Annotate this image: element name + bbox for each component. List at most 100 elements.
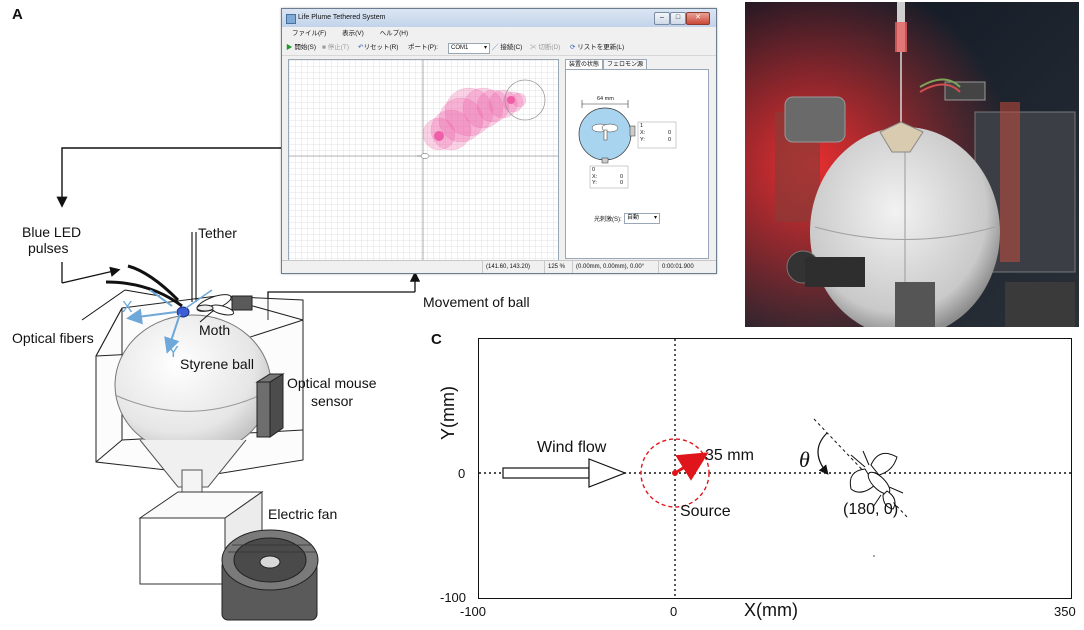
play-icon: ▶ xyxy=(286,44,293,51)
readout1-y-value: 0 xyxy=(668,137,672,143)
stop-icon: ■ xyxy=(322,44,326,51)
moth-position-label: (180, 0) xyxy=(843,501,899,518)
status-position: (141.60, 143.20) xyxy=(482,261,530,273)
wind-flow-arrow xyxy=(502,458,627,488)
menu-help[interactable]: ヘルプ(H) xyxy=(379,30,409,37)
readout0-y-label: Y: xyxy=(592,180,597,186)
apparatus-drawing xyxy=(56,147,421,621)
status-time: 0:00:01.900 xyxy=(658,261,694,273)
readout0-x-label: X: xyxy=(592,174,598,180)
readout0-index: 0 xyxy=(592,167,596,173)
readout1-x-label: X: xyxy=(640,130,646,136)
plume-point xyxy=(434,131,444,141)
axis-origin-line xyxy=(149,289,173,307)
reset-button[interactable]: ↶リセット(R) xyxy=(358,41,398,55)
menu-file[interactable]: ファイル(F) xyxy=(292,30,327,37)
trajectory-canvas xyxy=(289,60,558,260)
styrene-ball xyxy=(114,314,272,456)
chevron-down-icon: ▾ xyxy=(483,45,487,51)
status-bar: (141.60, 143.20) 125 % (0.00mm, 0.00mm),… xyxy=(282,260,716,273)
styrene-ball-label: Styrene ball xyxy=(180,356,254,372)
led-arrow xyxy=(61,266,121,284)
mouse-sensor-label-1: Optical mouse xyxy=(287,375,377,391)
readout-box-1 xyxy=(637,121,677,149)
source-radius-circle xyxy=(640,438,710,508)
coordinate-plot: Wind flow 35 mm Source θ (180, 0) xyxy=(478,338,1072,599)
readout0-y-value: 0 xyxy=(620,180,624,186)
x-axis-arrow xyxy=(126,308,177,325)
light-stimulus-select[interactable]: 自動▾ xyxy=(624,213,660,224)
start-label: 開始(S) xyxy=(294,44,316,51)
odor-plume-circles xyxy=(422,87,527,151)
port-value: COM1 xyxy=(451,45,469,51)
readout1-index: 1 xyxy=(640,123,644,129)
menu-view[interactable]: 表示(V) xyxy=(342,30,364,37)
status-offset: (0.00mm, 0.00mm), 0.00° xyxy=(572,261,644,273)
disconnect-button[interactable]: ✂ 切断(D) xyxy=(530,41,560,55)
y-tick-0: 0 xyxy=(458,466,466,481)
refresh-list-button[interactable]: ⟳ リストを更新(L) xyxy=(570,41,624,55)
ball-width-label: 64 mm xyxy=(597,96,614,102)
menu-bar: ファイル(F) 表示(V) ヘルプ(H) xyxy=(282,28,716,40)
reset-label: リセット(R) xyxy=(363,44,399,51)
trajectory-view[interactable] xyxy=(288,59,559,261)
moth-icon xyxy=(849,450,904,510)
photo-rendering xyxy=(745,2,1079,327)
y-tick-minus-100: -100 xyxy=(440,590,467,605)
panel-label-c: C xyxy=(431,331,442,348)
status-side-panel: 装置の状態 フェロモン源 64 mm 1 X: 0 Y: 0 0 xyxy=(565,59,709,259)
moth-label: Moth xyxy=(199,322,231,338)
y-axis-label: Y(mm) xyxy=(438,386,458,440)
connect-button[interactable]: ╱ 接続(C) xyxy=(492,41,522,55)
tether-label: Tether xyxy=(198,225,237,241)
source-circle xyxy=(504,79,546,121)
app-icon xyxy=(286,14,296,24)
maximize-button[interactable]: □ xyxy=(670,12,686,25)
electric-fan xyxy=(221,529,319,621)
window-titlebar: Life Plume Tethered System – □ ✕ xyxy=(282,9,716,27)
axis-y-label: Y xyxy=(168,344,179,361)
x-tick-minus-100: -100 xyxy=(460,604,487,619)
radius-arrow xyxy=(674,452,709,481)
blue-led-label: Blue LED xyxy=(22,224,82,240)
port-select[interactable]: COM1 ▾ xyxy=(448,43,490,54)
fan-box xyxy=(139,517,226,585)
optical-fibers-label: Optical fibers xyxy=(12,330,94,346)
device-status-panel: 64 mm 1 X: 0 Y: 0 0 X: 0 Y: 0 光刺激(S): 自動… xyxy=(565,69,709,259)
x-tick-0: 0 xyxy=(670,604,678,619)
connector-led xyxy=(56,147,281,208)
source-label: Source xyxy=(680,503,731,520)
status-zoom: 125 % xyxy=(544,261,565,273)
wind-flow-label: Wind flow xyxy=(537,439,607,456)
close-button[interactable]: ✕ xyxy=(686,12,710,25)
stop-button[interactable]: ■ 停止(T) xyxy=(322,41,349,55)
pulses-label: pulses xyxy=(28,240,69,256)
optical-mouse-sensor xyxy=(255,373,285,438)
toolbar: ▶ 開始(S) ■ 停止(T) ↶リセット(R) ポート(P): COM1▾ ╱… xyxy=(282,41,716,56)
electric-fan-label: Electric fan xyxy=(268,506,338,522)
radius-label: 35 mm xyxy=(705,447,754,464)
light-stimulus-value: 自動 xyxy=(627,215,640,221)
readout-box-0 xyxy=(589,165,629,189)
start-button[interactable]: ▶ 開始(S) xyxy=(286,41,316,55)
mouse-sensor-label-2: sensor xyxy=(311,393,354,409)
top-sensor xyxy=(231,295,253,311)
plot-canvas xyxy=(479,339,1071,598)
disconnect-icon: ✂ xyxy=(530,44,537,51)
minimize-button[interactable]: – xyxy=(654,12,670,25)
refresh-label: リストを更新(L) xyxy=(577,44,625,51)
theta-label: θ xyxy=(799,447,810,472)
software-window: Life Plume Tethered System – □ ✕ ファイル(F)… xyxy=(281,8,717,274)
axis-x-label: X xyxy=(122,299,133,316)
refresh-icon: ⟳ xyxy=(570,44,576,51)
disconnect-label: 切断(D) xyxy=(538,44,561,51)
theta-arc xyxy=(817,432,829,475)
readout1-x-value: 0 xyxy=(668,130,672,136)
y-axis-arrow xyxy=(164,313,181,354)
optical-fiber-lower xyxy=(105,280,183,308)
apparatus-photo xyxy=(745,2,1079,327)
moth-marker-icon xyxy=(417,153,430,159)
stop-label: 停止(T) xyxy=(327,44,350,51)
ball-diagram xyxy=(578,100,677,189)
reset-icon: ↶ xyxy=(358,44,364,51)
